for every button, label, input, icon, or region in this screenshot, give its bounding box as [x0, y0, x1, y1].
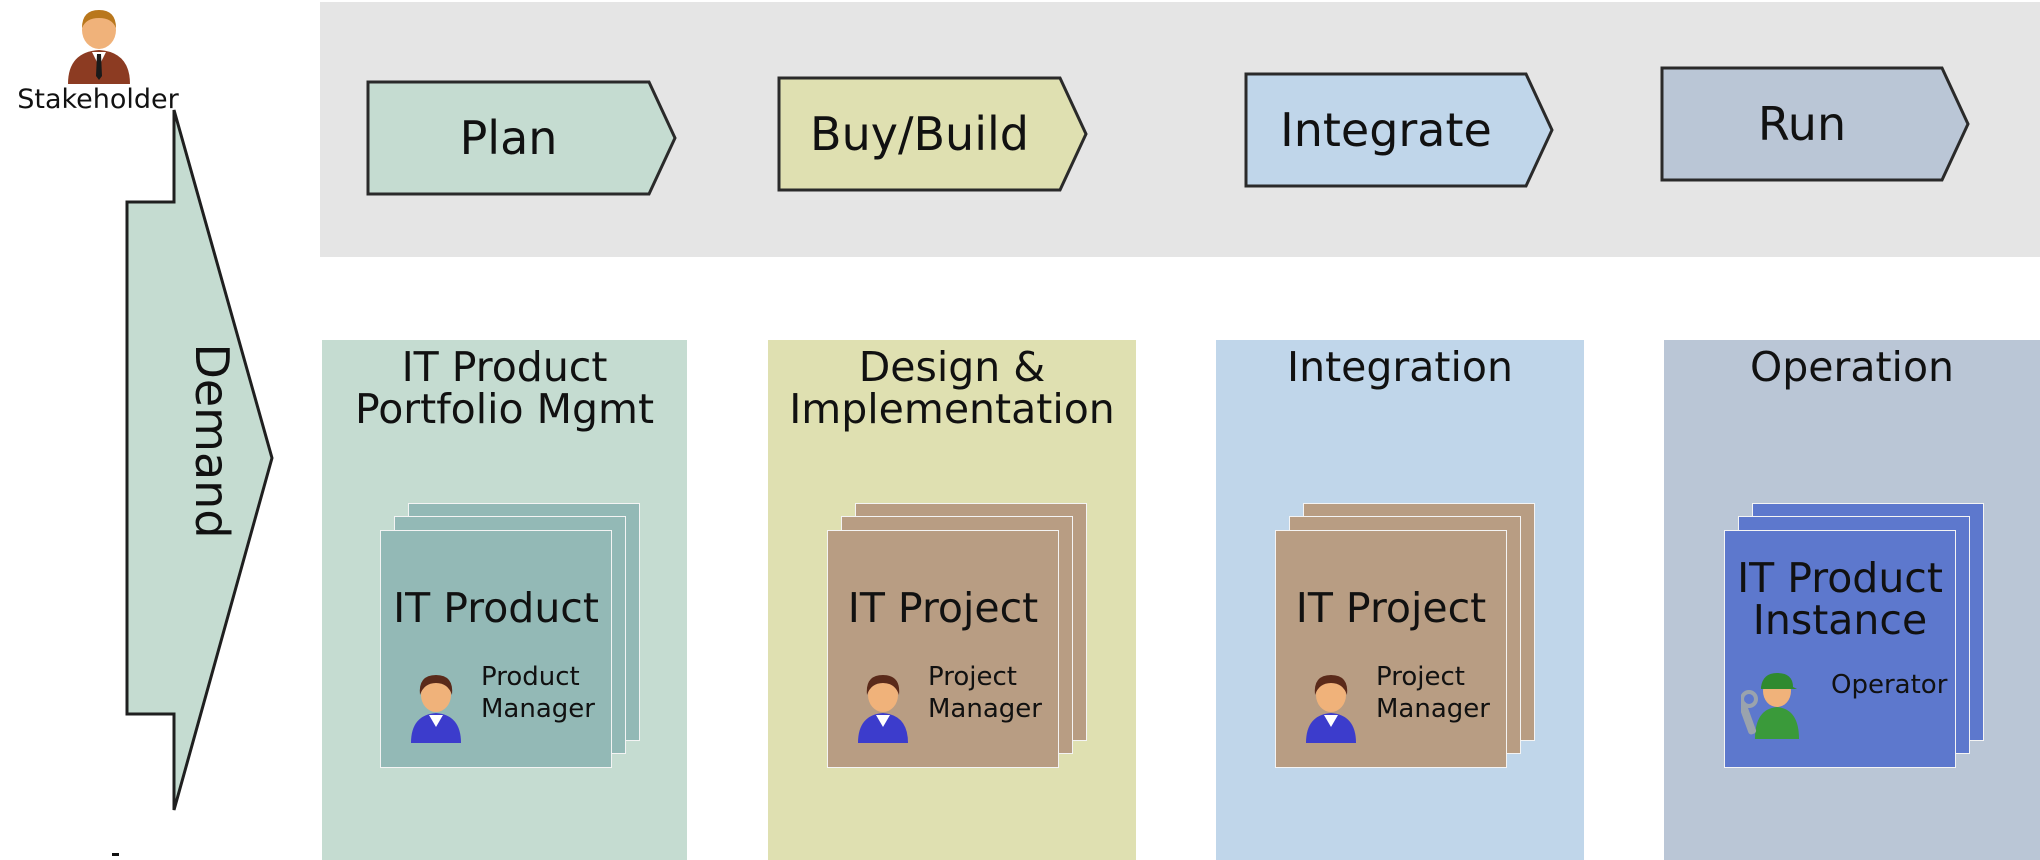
column-title-line: Integration — [1287, 343, 1513, 391]
stakeholder-label: Stakeholder — [17, 84, 179, 115]
card-role-line: Manager — [1376, 694, 1490, 724]
phase-label-integrate: Integrate — [1280, 103, 1492, 157]
column-title: Integration — [1216, 346, 1584, 388]
phase-label-run: Run — [1757, 97, 1847, 151]
phase-label-buy-build: Buy/Build — [810, 107, 1029, 161]
stakeholder-person-icon — [68, 10, 130, 84]
card-title-line: IT Project — [1295, 584, 1487, 632]
card-title: IT Project — [828, 587, 1058, 629]
column-title: Design &Implementation — [768, 346, 1136, 430]
phase-arrow-buy-build — [777, 76, 1088, 192]
column-title-line: Design & — [858, 343, 1046, 391]
card-role-line: Operator — [1831, 670, 1948, 700]
column-title-line: Operation — [1749, 343, 1955, 391]
card-role-line: Project — [1376, 662, 1465, 692]
phase-arrow-run — [1660, 66, 1970, 182]
card-title-line: Instance — [1752, 596, 1928, 644]
card-role-line: Manager — [928, 694, 1042, 724]
card-role-line: Product — [481, 662, 580, 692]
operator-worker-icon — [1741, 673, 1799, 739]
column-title: Operation — [1664, 346, 2040, 388]
manager-person-icon — [411, 675, 461, 743]
manager-person-icon — [1306, 675, 1356, 743]
phase-arrow-integrate — [1244, 72, 1554, 188]
card-role-line: Project — [928, 662, 1017, 692]
edge-fragment — [112, 853, 119, 856]
column-title-line: Portfolio Mgmt — [354, 385, 655, 433]
stakeholder-figure — [62, 6, 136, 84]
card-role-label: Operator — [1831, 669, 1947, 701]
column-title-line: Implementation — [789, 385, 1115, 433]
card-title-line: IT Product — [393, 584, 599, 632]
card-title: IT Project — [1276, 587, 1506, 629]
card-title: IT Product — [381, 587, 611, 629]
card-role-line: Manager — [481, 694, 595, 724]
manager-person-icon — [858, 675, 908, 743]
phase-arrow-plan — [366, 80, 677, 196]
phase-arrows — [366, 66, 1970, 196]
demand-arrow — [125, 109, 274, 811]
card-title-line: IT Product — [1737, 554, 1943, 602]
demand-label: Demand — [185, 343, 239, 539]
phase-label-plan: Plan — [459, 111, 558, 165]
column-title-line: IT Product — [401, 343, 608, 391]
card-title-line: IT Project — [847, 584, 1039, 632]
